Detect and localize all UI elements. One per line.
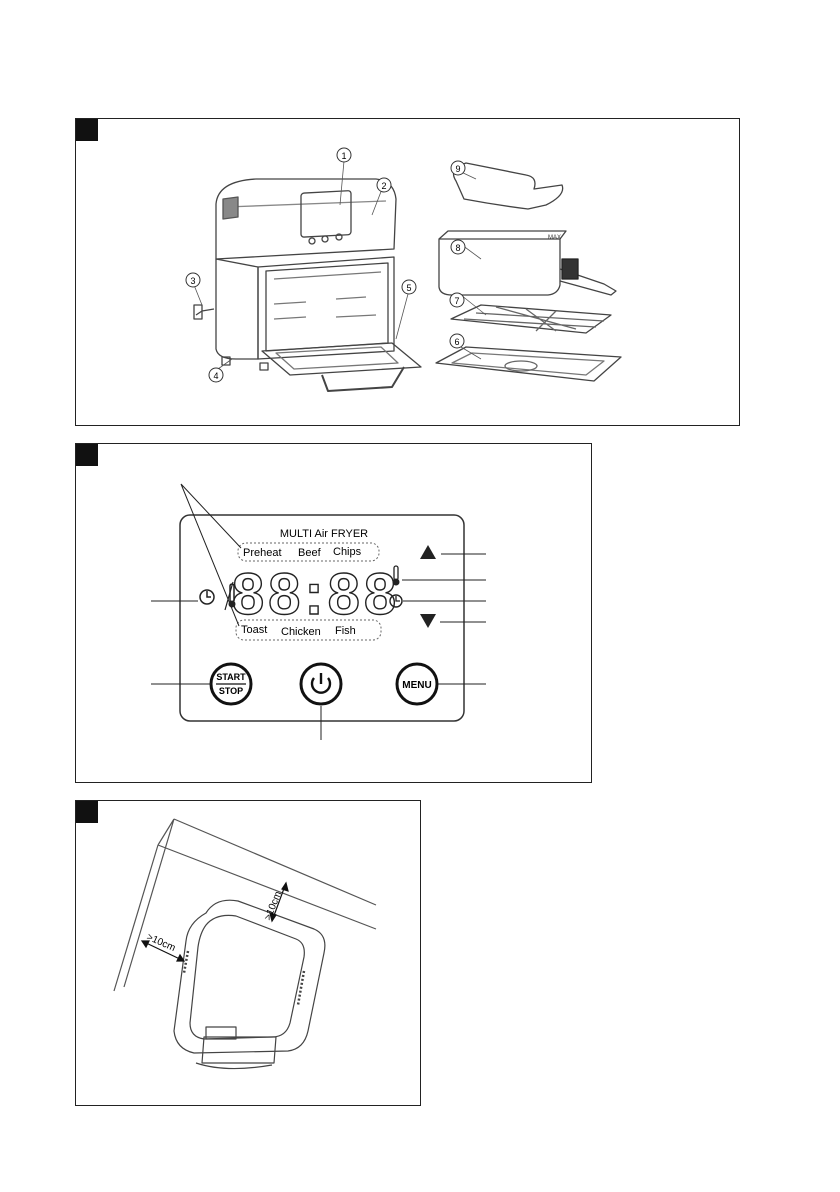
- vent-right: [298, 971, 304, 1005]
- callout-6: 6: [450, 334, 464, 348]
- callout-2: 2: [377, 178, 391, 192]
- start-stop-button[interactable]: START STOP: [211, 664, 251, 704]
- fryer-vent: [223, 197, 238, 219]
- rack-drawing: [451, 305, 611, 333]
- preset-chips: Chips: [333, 546, 362, 558]
- svg-text:2: 2: [381, 181, 386, 191]
- svg-text:8: 8: [455, 243, 460, 253]
- svg-text:9: 9: [455, 164, 460, 174]
- fryer-door: [262, 343, 421, 375]
- callout-5: 5: [402, 280, 416, 294]
- wall-corner: [114, 819, 376, 991]
- fryer-body: [216, 259, 258, 359]
- fryer-top-housing: [216, 179, 396, 259]
- timer-clock-icon: [200, 590, 214, 604]
- svg-text:STOP: STOP: [219, 686, 243, 696]
- up-arrow-icon: [420, 545, 436, 559]
- callout-9: 9: [451, 161, 465, 175]
- figure-2-control-panel: MULTI Air FRYER Preheat Beef Chips Toast…: [75, 443, 592, 783]
- figure-2-drawing: MULTI Air FRYER Preheat Beef Chips Toast…: [76, 444, 591, 782]
- preset-preheat: Preheat: [243, 547, 282, 559]
- appliance-front-panel: [202, 1037, 276, 1063]
- svg-text:1: 1: [341, 151, 346, 161]
- preset-chicken: Chicken: [281, 626, 321, 638]
- svg-text:START: START: [216, 672, 246, 682]
- callout-3: 3: [186, 273, 200, 287]
- basket-max-mark: MAX: [548, 235, 561, 241]
- callout-8: 8: [451, 240, 465, 254]
- svg-text:7: 7: [454, 296, 459, 306]
- svg-text:4: 4: [213, 371, 218, 381]
- fryer-control-panel: [301, 191, 351, 238]
- menu-button[interactable]: MENU: [397, 664, 437, 704]
- power-button[interactable]: [301, 664, 341, 704]
- digit-display: 88:88: [232, 562, 400, 627]
- side-clearance-label: >10cm: [145, 932, 177, 954]
- preset-beef: Beef: [298, 547, 322, 559]
- svg-text:3: 3: [190, 276, 195, 286]
- panel-title: MULTI Air FRYER: [280, 528, 368, 540]
- svg-text:5: 5: [406, 283, 411, 293]
- callout-4: 4: [209, 368, 223, 382]
- fryer-cavity: [266, 263, 388, 351]
- callout-1: 1: [337, 148, 351, 162]
- down-arrow-icon: [420, 614, 436, 628]
- figure-3-clearance: >10cm >10cm: [75, 800, 421, 1106]
- figure-1-components: 1 2 3 4 5 6 7 8 9 MAX: [75, 118, 740, 426]
- figure-3-drawing: >10cm >10cm: [76, 801, 420, 1105]
- figure-1-drawing: 1 2 3 4 5 6 7 8 9 MAX: [76, 119, 739, 425]
- oven-mitt-drawing: [454, 163, 563, 209]
- svg-text:6: 6: [454, 337, 459, 347]
- callout-7: 7: [450, 293, 464, 307]
- svg-text:MENU: MENU: [402, 680, 431, 691]
- power-cord: [194, 305, 214, 319]
